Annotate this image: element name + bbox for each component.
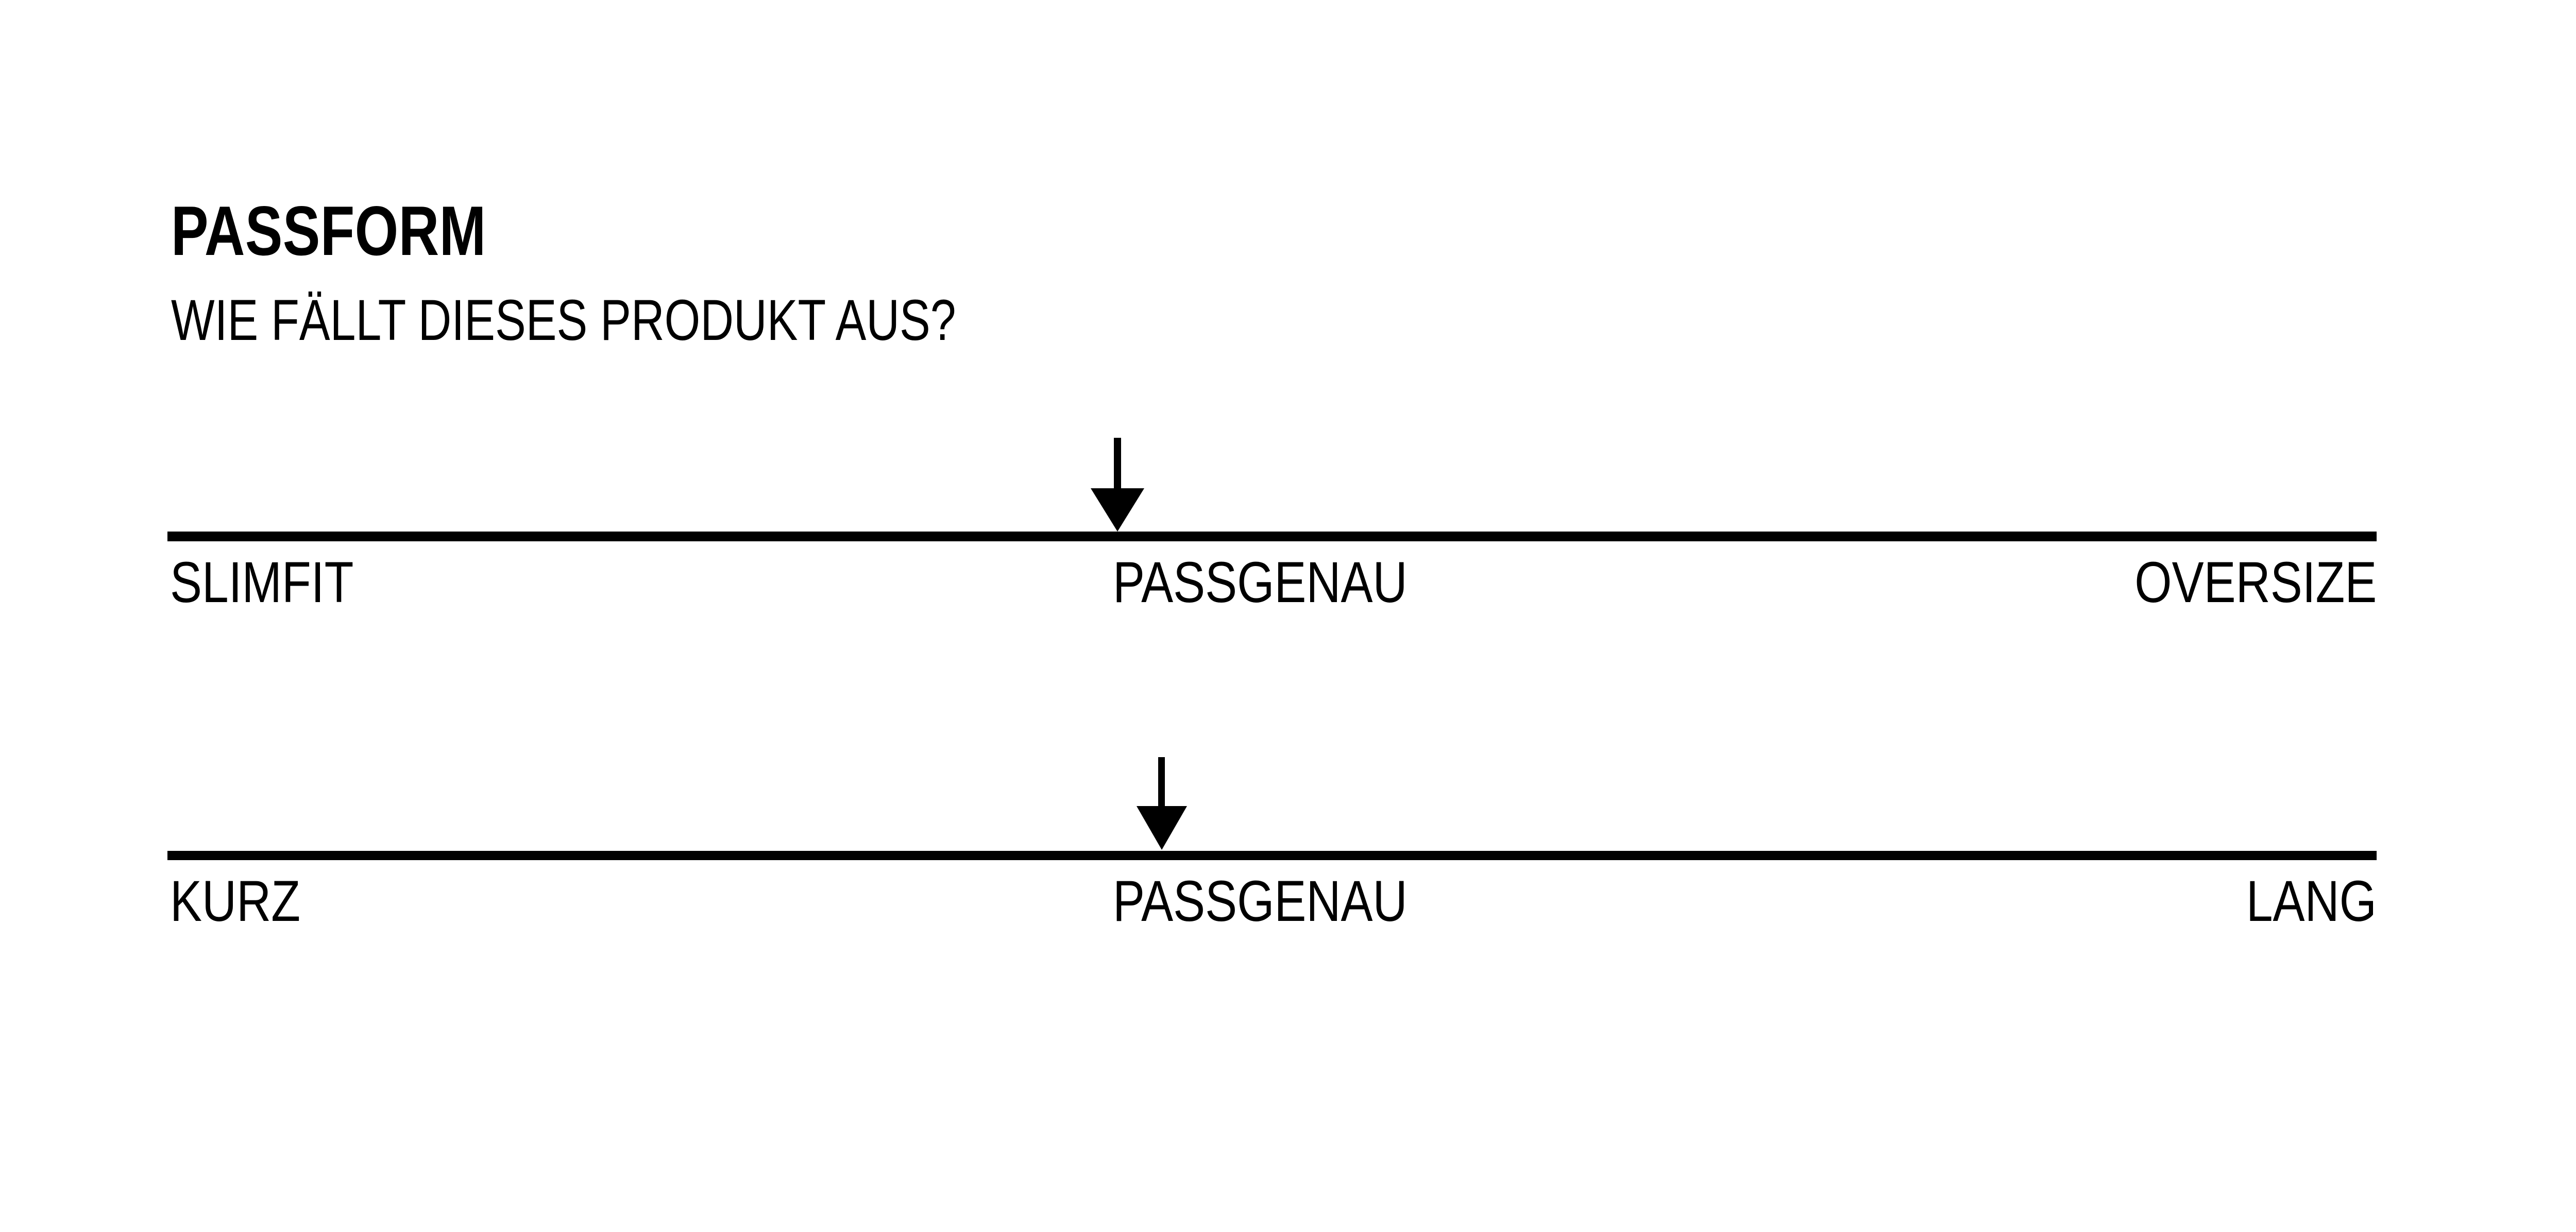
fit-length-label-middle: PASSGENAU: [1113, 869, 1408, 933]
fit-length-label-right: LANG: [2246, 869, 2377, 933]
fit-length-label-left: KURZ: [170, 869, 301, 933]
fit-width-label-middle: PASSGENAU: [1113, 550, 1408, 614]
fit-width-label-right: OVERSIZE: [2134, 550, 2377, 614]
page-title: PASSFORM: [171, 192, 486, 270]
fit-length-scale-bar[interactable]: [167, 851, 2377, 860]
fit-width-marker-track[interactable]: [167, 438, 2377, 532]
page-subtitle: WIE FÄLLT DIESES PRODUKT AUS?: [171, 288, 956, 352]
fit-width-scale: SLIMFIT PASSGENAU OVERSIZE: [167, 438, 2377, 621]
down-arrow-icon[interactable]: [1136, 757, 1187, 850]
header: PASSFORM WIE FÄLLT DIESES PRODUKT AUS?: [171, 196, 2386, 349]
fit-width-scale-bar[interactable]: [167, 532, 2377, 541]
fit-width-scale-labels: SLIMFIT PASSGENAU OVERSIZE: [167, 554, 2377, 621]
fit-length-scale: KURZ PASSGENAU LANG: [167, 757, 2377, 939]
down-arrow-icon[interactable]: [1090, 438, 1144, 532]
fit-length-marker-track[interactable]: [167, 757, 2377, 851]
fit-width-label-left: SLIMFIT: [170, 550, 354, 614]
fit-length-scale-labels: KURZ PASSGENAU LANG: [167, 872, 2377, 939]
